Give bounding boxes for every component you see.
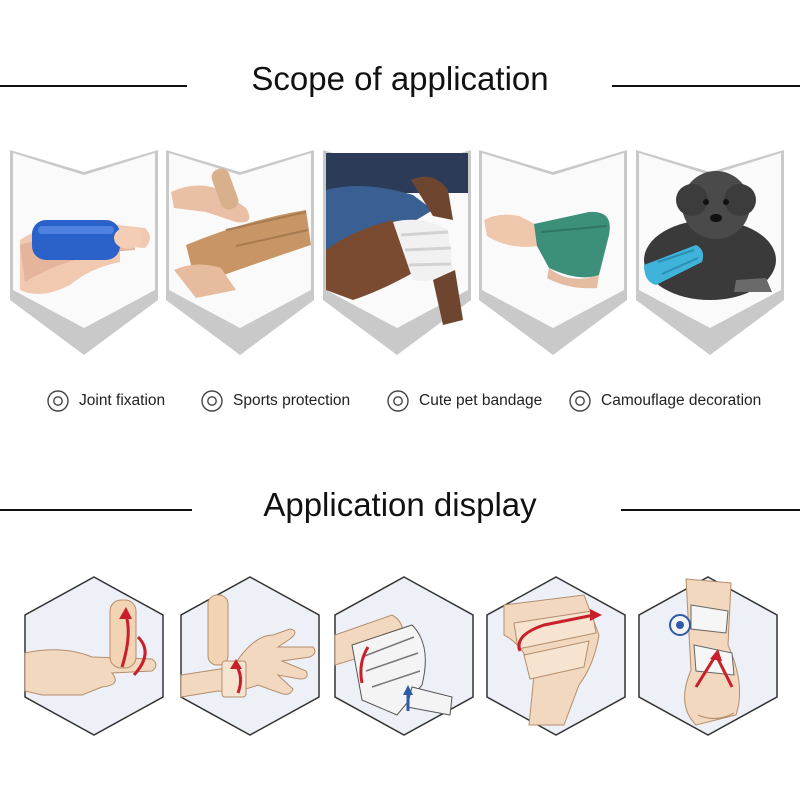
legend-joint-fixation: Joint fixation	[47, 388, 165, 414]
legend-camouflage-decoration: Camouflage decoration	[569, 388, 761, 414]
pet-bandage-photo	[636, 150, 784, 355]
finger-wrap-illustration	[22, 575, 166, 737]
header-rule-right	[612, 85, 800, 87]
knee-wrap-photo	[323, 150, 471, 355]
scope-heading: Scope of application	[251, 60, 549, 97]
target-ring-icon	[569, 390, 591, 412]
header-rule-left	[0, 85, 187, 87]
hand-wrap-photo	[166, 150, 314, 355]
ankle-wrap-illustration	[636, 575, 780, 737]
target-ring-icon	[387, 390, 409, 412]
elbow-wrap-illustration	[332, 575, 476, 737]
legend-label: Sports protection	[233, 392, 351, 409]
target-ring-icon	[201, 390, 223, 412]
legend-label: Joint fixation	[79, 392, 166, 409]
target-ring-icon	[47, 390, 69, 412]
legend-cute-pet-bandage: Cute pet bandage	[387, 388, 542, 414]
legend-label: Camouflage decoration	[601, 392, 762, 409]
wrist-wrap-illustration	[178, 575, 322, 737]
legend-label: Cute pet bandage	[419, 392, 543, 409]
legend-sports-protection: Sports protection	[201, 388, 350, 414]
ankle-wrap-photo	[479, 150, 627, 355]
header-rule-left	[0, 509, 192, 511]
header-rule-right	[621, 509, 800, 511]
finger-wrap-photo	[10, 150, 158, 355]
display-heading: Application display	[263, 486, 537, 523]
knee-wrap-illustration	[484, 575, 628, 737]
